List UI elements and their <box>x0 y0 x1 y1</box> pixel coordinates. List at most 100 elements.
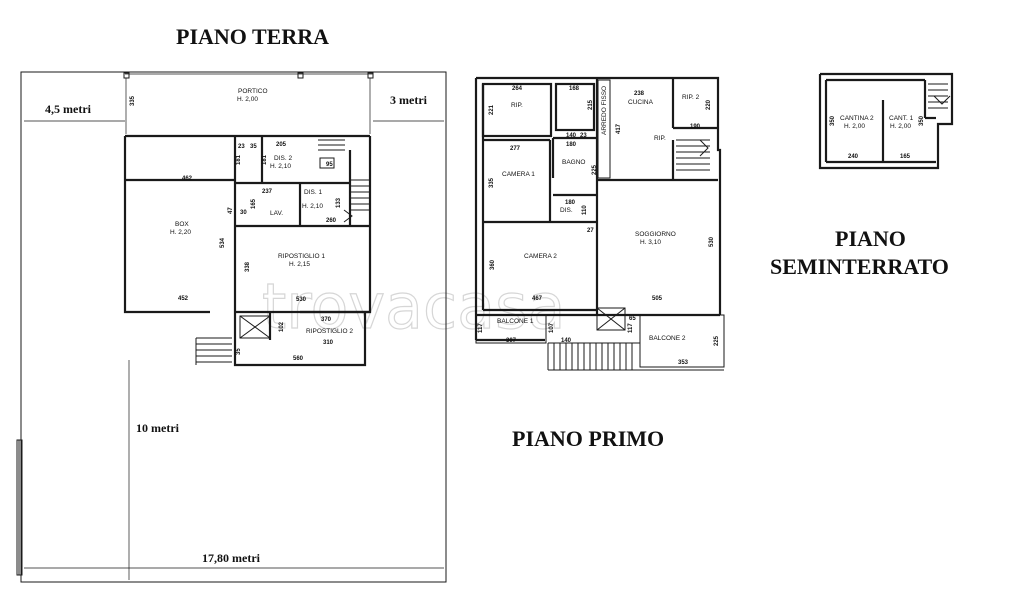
svg-text:350: 350 <box>830 115 836 126</box>
svg-text:238: 238 <box>634 91 645 97</box>
svg-text:205: 205 <box>276 142 287 148</box>
elevator-shaft-primo <box>596 307 626 331</box>
bagno-label: BAGNO <box>562 159 585 166</box>
svg-text:181: 181 <box>236 154 242 165</box>
cant1-height: H. 2,00 <box>890 123 911 130</box>
balcone2-label: BALCONE 2 <box>649 335 686 342</box>
svg-text:107: 107 <box>549 322 555 333</box>
svg-text:534: 534 <box>220 237 226 248</box>
svg-text:530: 530 <box>296 297 307 303</box>
svg-text:30: 30 <box>240 210 247 216</box>
stair-entrance-terra <box>195 337 232 365</box>
stair-entrance-primo <box>547 342 724 371</box>
svg-text:225: 225 <box>592 164 598 175</box>
svg-text:220: 220 <box>706 99 712 110</box>
dis1-height: H. 2,10 <box>302 203 323 210</box>
svg-text:102: 102 <box>279 321 285 332</box>
svg-text:133: 133 <box>336 197 342 208</box>
dim-right-width: 3 metri <box>390 93 428 107</box>
svg-text:350: 350 <box>919 115 925 126</box>
lav-label: LAV. <box>270 210 283 217</box>
svg-text:277: 277 <box>510 146 521 152</box>
balcone-1 <box>475 314 547 344</box>
svg-text:117: 117 <box>628 323 634 333</box>
title-piano-seminterrato-2: SEMINTERRATO <box>770 254 949 279</box>
stair-dis2 <box>318 139 345 169</box>
svg-text:23: 23 <box>580 133 587 139</box>
svg-text:467: 467 <box>532 296 543 302</box>
svg-text:240: 240 <box>848 154 859 160</box>
svg-text:23: 23 <box>238 144 245 150</box>
svg-text:165: 165 <box>251 198 257 209</box>
dis2-label: DIS. 2 <box>274 155 292 162</box>
dis-primo-label: DIS. <box>560 207 573 214</box>
balcone1-label: BALCONE 1 <box>497 318 534 325</box>
plot-boundary <box>20 71 447 583</box>
ripostiglio1-height: H. 2,15 <box>289 261 310 268</box>
dim-left-width: 4,5 metri <box>45 102 92 116</box>
svg-text:180: 180 <box>566 142 577 148</box>
svg-text:370: 370 <box>321 317 332 323</box>
portico-height: H. 2,00 <box>237 96 258 103</box>
dis2-height: H. 2,10 <box>270 163 291 170</box>
svg-text:260: 260 <box>326 218 337 224</box>
svg-text:560: 560 <box>293 356 304 362</box>
svg-text:360: 360 <box>490 259 496 270</box>
camera2-label: CAMERA 2 <box>524 253 557 260</box>
title-piano-seminterrato-1: PIANO <box>835 226 906 251</box>
stair-seminterrato <box>928 83 951 109</box>
svg-text:190: 190 <box>690 124 701 130</box>
svg-text:180: 180 <box>565 200 576 206</box>
soggiorno-height: H. 3,10 <box>640 239 661 246</box>
cantina2-label: CANTINA 2 <box>840 115 874 122</box>
svg-text:237: 237 <box>262 189 273 195</box>
watermark-text: trovacasa <box>262 270 565 343</box>
fixed-furniture <box>597 79 611 179</box>
rip-primo-label: RIP. <box>511 102 523 109</box>
svg-text:165: 165 <box>900 154 911 160</box>
svg-text:95: 95 <box>326 162 333 168</box>
dis1-label: DIS. 1 <box>304 189 322 196</box>
svg-text:417: 417 <box>616 123 622 134</box>
svg-text:264: 264 <box>512 86 523 92</box>
cant1-label: CANT. 1 <box>889 115 914 122</box>
svg-text:530: 530 <box>709 236 715 247</box>
svg-text:110: 110 <box>582 205 588 215</box>
svg-text:35: 35 <box>236 348 242 355</box>
svg-text:47: 47 <box>228 207 234 214</box>
svg-text:335: 335 <box>489 177 495 188</box>
rip-small-label: RIP. <box>654 135 666 142</box>
svg-text:168: 168 <box>569 86 580 92</box>
svg-text:215: 215 <box>588 99 594 110</box>
svg-text:353: 353 <box>678 360 689 366</box>
svg-text:140: 140 <box>561 338 572 344</box>
svg-text:65: 65 <box>629 316 636 322</box>
piano-seminterrato-plan: CANTINA 2 H. 2,00 350 240 CANT. 1 H. 2,0… <box>818 72 954 170</box>
svg-text:140: 140 <box>566 133 577 139</box>
title-piano-primo: PIANO PRIMO <box>512 426 664 451</box>
dim-depth: 10 metri <box>136 421 180 435</box>
stair-dis1 <box>343 179 370 223</box>
box-label: BOX <box>175 221 189 228</box>
svg-text:452: 452 <box>178 296 189 302</box>
title-piano-terra: PIANO TERRA <box>176 24 329 49</box>
balcone-2 <box>639 314 725 368</box>
svg-text:335: 335 <box>130 95 136 106</box>
svg-text:117: 117 <box>478 323 484 333</box>
elevator-shaft-terra <box>239 315 271 339</box>
stair-primo <box>676 139 710 171</box>
svg-text:338: 338 <box>245 261 251 272</box>
svg-text:27: 27 <box>587 228 594 234</box>
svg-text:181: 181 <box>262 154 268 165</box>
svg-text:35: 35 <box>250 144 257 150</box>
camera1-label: CAMERA 1 <box>502 171 535 178</box>
soggiorno-label: SOGGIORNO <box>635 231 676 238</box>
piano-terra-plan: 4,5 metri 3 metri 10 metri 17,80 metri P… <box>16 71 447 583</box>
dim-total-width: 17,80 metri <box>202 551 261 565</box>
cantina2-height: H. 2,00 <box>844 123 865 130</box>
svg-text:505: 505 <box>652 296 663 302</box>
cucina-label: CUCINA <box>628 99 654 106</box>
svg-text:307: 307 <box>506 338 517 344</box>
arredo-fisso-label: ARREDO FISSO <box>601 86 608 135</box>
